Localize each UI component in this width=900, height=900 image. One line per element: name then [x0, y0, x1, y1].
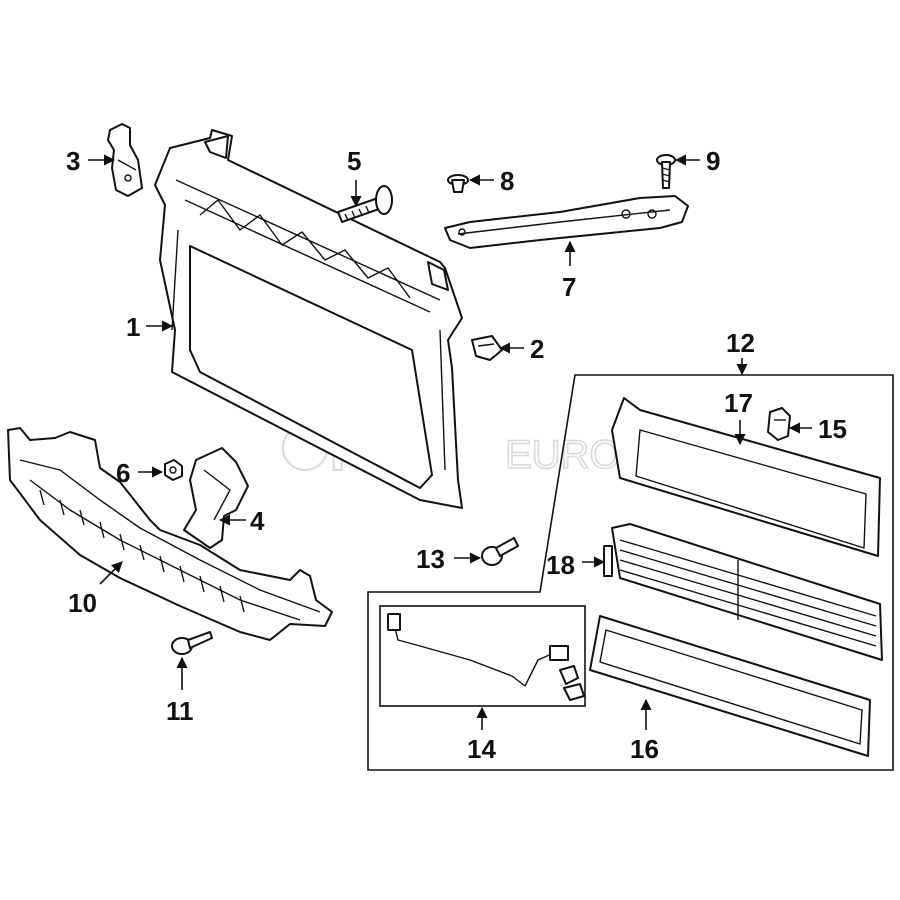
callout-leaders: [88, 154, 812, 730]
callout-1: 1: [126, 312, 140, 342]
part-13-bolt[interactable]: [481, 537, 519, 566]
part-18-shutter[interactable]: [603, 523, 883, 661]
part-17-upper-duct[interactable]: [611, 397, 881, 557]
callout-9: 9: [706, 146, 720, 176]
callout-8: 8: [500, 166, 514, 196]
part-1-radiator-support[interactable]: [154, 129, 463, 509]
part-6-nut[interactable]: [164, 459, 183, 481]
callout-labels: 1 2 3 4 5 6 7 8 9 10 11 12 13 14 15 16 1…: [66, 146, 847, 764]
callout-17: 17: [724, 388, 753, 418]
part-15-clip[interactable]: [767, 407, 791, 441]
callout-15: 15: [818, 414, 847, 444]
part-10-absorber[interactable]: [7, 427, 333, 641]
part-8-screw[interactable]: [447, 174, 469, 193]
group-12-shutter-assembly: [367, 374, 894, 771]
callout-16: 16: [630, 734, 659, 764]
callout-3: 3: [66, 146, 80, 176]
callout-5: 5: [347, 146, 361, 176]
part-2-clip[interactable]: [471, 335, 503, 361]
callout-10: 10: [68, 588, 97, 618]
part-14-harness[interactable]: [387, 613, 585, 701]
part-4-bracket[interactable]: [183, 447, 249, 549]
part-3-bracket[interactable]: [107, 123, 143, 197]
callout-11: 11: [166, 696, 194, 726]
callout-6: 6: [116, 458, 130, 488]
callout-13: 13: [416, 544, 445, 574]
part-5-bolt[interactable]: [337, 185, 393, 223]
part-16-lower-duct[interactable]: [589, 615, 871, 757]
callout-14: 14: [467, 734, 496, 764]
callout-2: 2: [530, 334, 544, 364]
part-11-bolt[interactable]: [171, 631, 213, 655]
callout-12: 12: [726, 328, 755, 358]
part-7-tie-bar[interactable]: [444, 195, 689, 249]
callout-4: 4: [250, 506, 265, 536]
callout-7: 7: [562, 272, 576, 302]
callout-18: 18: [546, 550, 575, 580]
part-9-screw[interactable]: [656, 154, 676, 189]
